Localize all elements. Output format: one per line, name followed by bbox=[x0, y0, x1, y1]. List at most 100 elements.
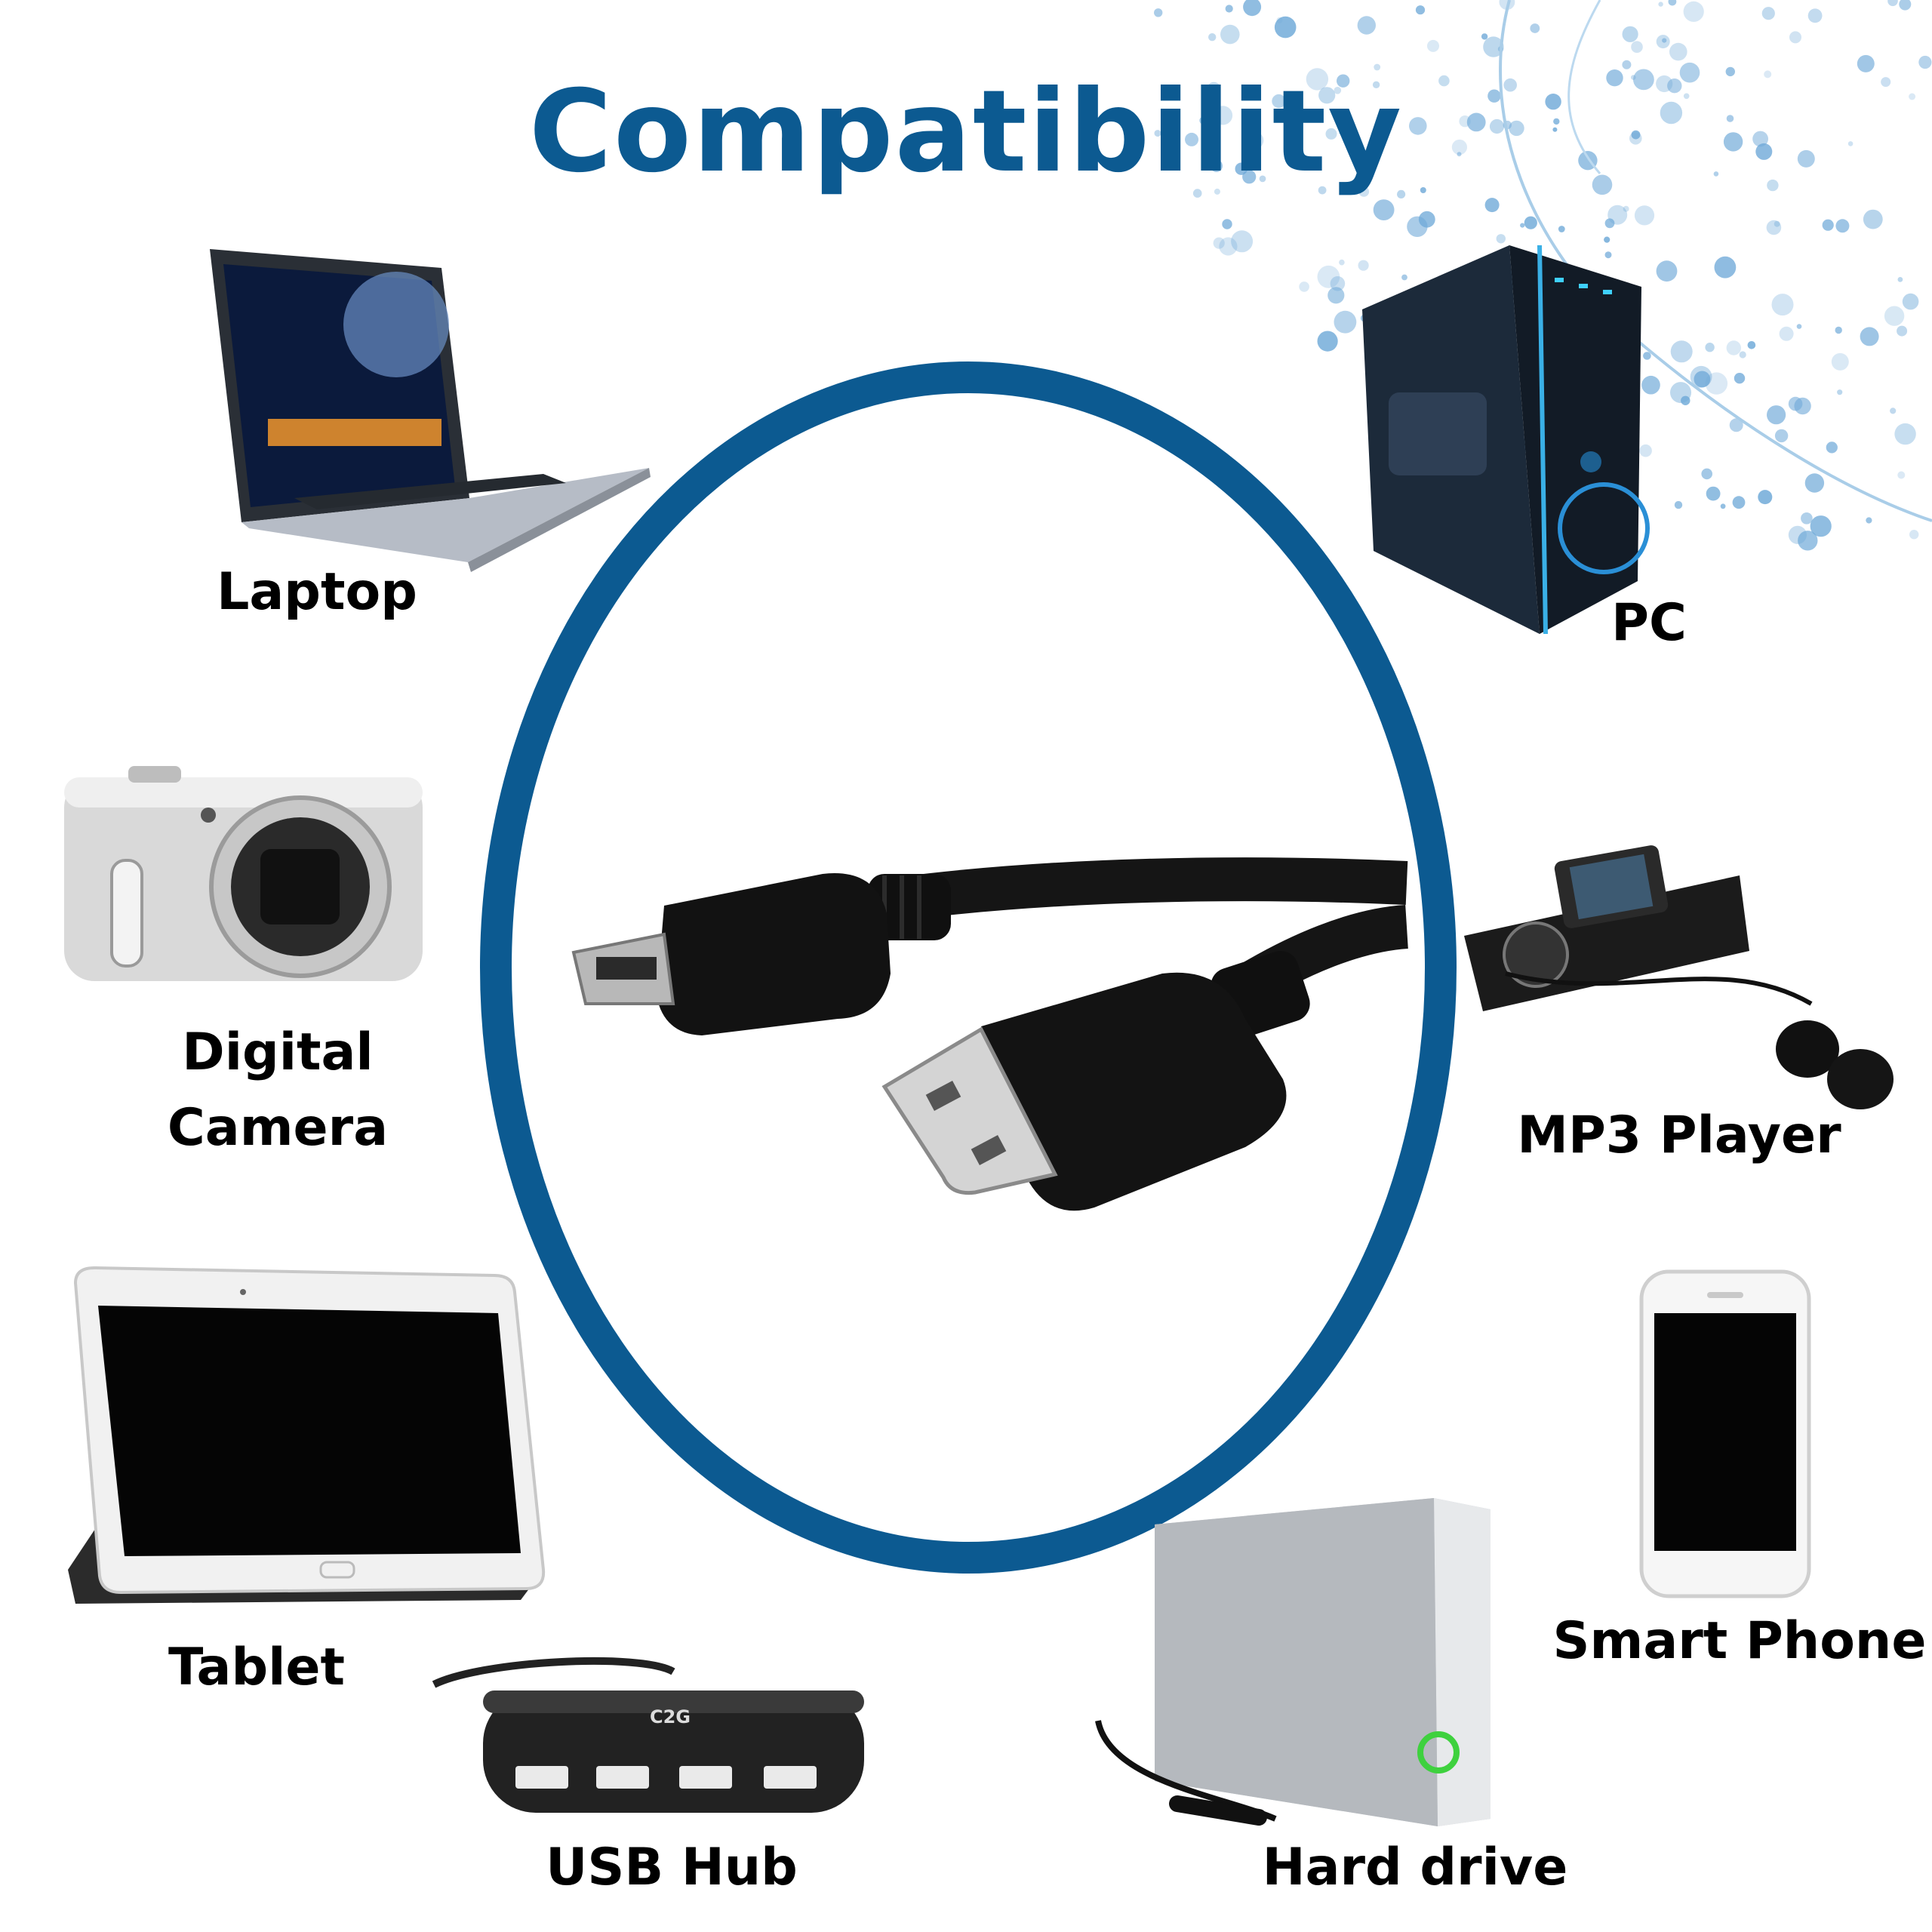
globe-dot bbox=[1185, 132, 1198, 146]
globe-dot bbox=[1631, 41, 1643, 53]
globe-dot bbox=[1401, 274, 1407, 281]
globe-dot bbox=[1623, 205, 1629, 212]
globe-dot bbox=[1235, 162, 1247, 175]
globe-dot bbox=[1358, 186, 1370, 197]
label-hard-drive: Hard drive bbox=[1262, 1838, 1568, 1897]
globe-dot bbox=[1604, 218, 1615, 229]
globe-dot bbox=[1154, 130, 1161, 137]
globe-dot bbox=[1774, 220, 1780, 227]
globe-dot bbox=[1660, 101, 1683, 125]
globe-dot bbox=[1409, 117, 1427, 135]
globe-dot bbox=[1210, 159, 1223, 172]
globe-dot bbox=[1397, 189, 1406, 198]
globe-dot bbox=[1668, 0, 1677, 6]
globe-dot bbox=[1225, 5, 1233, 13]
globe-dot bbox=[1658, 2, 1663, 7]
globe-dot bbox=[1415, 5, 1426, 15]
globe-dot bbox=[1739, 351, 1746, 358]
globe-dot bbox=[1487, 89, 1501, 103]
globe-dot bbox=[1276, 17, 1283, 23]
globe-dot bbox=[1604, 251, 1612, 259]
globe-dot bbox=[1427, 39, 1439, 52]
globe-dot bbox=[1418, 211, 1435, 228]
globe-dot bbox=[1334, 310, 1357, 334]
globe-dot bbox=[1690, 365, 1712, 388]
label-smart-phone: Smart Phone bbox=[1552, 1611, 1927, 1671]
page-title: Compatibility bbox=[528, 66, 1404, 198]
label-pc: PC bbox=[1611, 593, 1687, 653]
globe-dot bbox=[1484, 198, 1500, 213]
globe-dot bbox=[1604, 236, 1611, 243]
globe-dot bbox=[1337, 74, 1350, 88]
globe-dot bbox=[1701, 468, 1712, 480]
globe-dot bbox=[1457, 152, 1462, 157]
globe-dot bbox=[1831, 352, 1849, 371]
globe-dot bbox=[1835, 326, 1842, 334]
globe-dot bbox=[1558, 226, 1565, 232]
label-mp3-player: MP3 Player bbox=[1517, 1106, 1841, 1165]
globe-dot bbox=[1723, 132, 1743, 152]
hub-brand-label: C2G bbox=[650, 1706, 691, 1727]
label-camera-line2: Camera bbox=[167, 1098, 389, 1158]
globe-dot bbox=[1779, 326, 1794, 341]
globe-dot bbox=[1822, 219, 1834, 231]
globe-dot bbox=[1897, 277, 1903, 282]
globe-dot bbox=[1438, 75, 1450, 87]
globe-dot bbox=[1887, 0, 1898, 7]
globe-dot bbox=[1860, 327, 1879, 346]
globe-dot bbox=[1674, 500, 1683, 509]
globe-dot bbox=[1797, 149, 1815, 168]
globe-dot bbox=[1622, 60, 1632, 69]
globe-dot bbox=[1788, 525, 1807, 544]
globe-dot bbox=[1213, 237, 1225, 249]
globe-dot bbox=[1358, 260, 1369, 271]
globe-dot bbox=[1857, 54, 1875, 72]
globe-dot bbox=[1242, 170, 1257, 184]
globe-dot bbox=[1545, 94, 1561, 110]
globe-dot bbox=[1213, 106, 1233, 125]
globe-dot bbox=[1192, 189, 1202, 198]
globe-dot bbox=[1631, 130, 1641, 140]
globe-dot bbox=[1607, 205, 1628, 225]
globe-dot bbox=[1524, 216, 1537, 229]
globe-dot bbox=[1918, 55, 1932, 69]
globe-dot bbox=[1466, 112, 1486, 132]
globe-dot bbox=[1592, 174, 1613, 195]
globe-dot bbox=[1272, 94, 1286, 109]
globe-dot bbox=[1339, 259, 1345, 266]
globe-dot bbox=[1552, 127, 1558, 132]
globe-dot bbox=[1764, 70, 1772, 78]
globe-dot bbox=[1796, 324, 1802, 329]
globe-dot bbox=[1154, 8, 1163, 17]
globe-dot bbox=[1794, 397, 1811, 415]
globe-dot bbox=[1299, 281, 1309, 292]
globe-dot bbox=[1897, 471, 1906, 479]
globe-dot bbox=[1789, 31, 1801, 44]
globe-dot bbox=[1656, 260, 1678, 282]
globe-dot bbox=[1771, 294, 1794, 316]
globe-dot bbox=[1705, 343, 1715, 352]
globe-dot bbox=[1767, 405, 1786, 425]
globe-dot bbox=[1259, 175, 1266, 183]
globe-dot bbox=[1451, 139, 1467, 155]
globe-dot bbox=[1720, 503, 1726, 509]
globe-dot bbox=[1246, 131, 1264, 149]
globe-dot bbox=[1641, 375, 1660, 395]
globe-dot bbox=[1667, 78, 1682, 94]
globe-dot bbox=[1374, 63, 1381, 71]
globe-dot bbox=[1894, 423, 1916, 445]
globe-dot bbox=[1902, 293, 1919, 310]
globe-dot bbox=[1899, 0, 1912, 11]
globe-dot bbox=[1909, 93, 1916, 100]
globe-dot bbox=[1662, 38, 1667, 43]
globe-dot bbox=[1766, 220, 1782, 235]
globe-dot bbox=[1208, 33, 1217, 42]
globe-dot bbox=[1207, 82, 1221, 96]
